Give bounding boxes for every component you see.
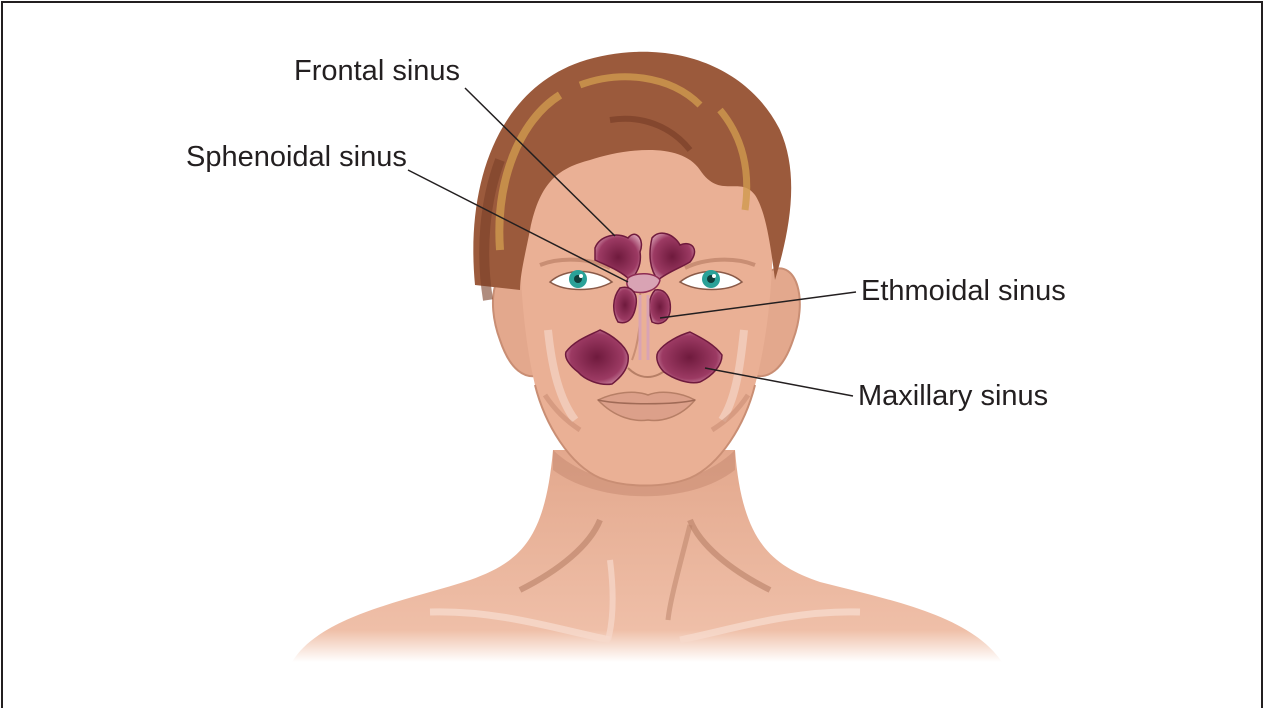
frontal-sinus-label: Frontal sinus bbox=[294, 57, 460, 86]
sphenoidal-sinus-label: Sphenoidal sinus bbox=[186, 143, 407, 172]
maxillary-sinus-label: Maxillary sinus bbox=[858, 382, 1048, 411]
ethmoidal-sinus-label: Ethmoidal sinus bbox=[861, 277, 1066, 306]
ethmoidal-sinus-right bbox=[649, 290, 670, 324]
